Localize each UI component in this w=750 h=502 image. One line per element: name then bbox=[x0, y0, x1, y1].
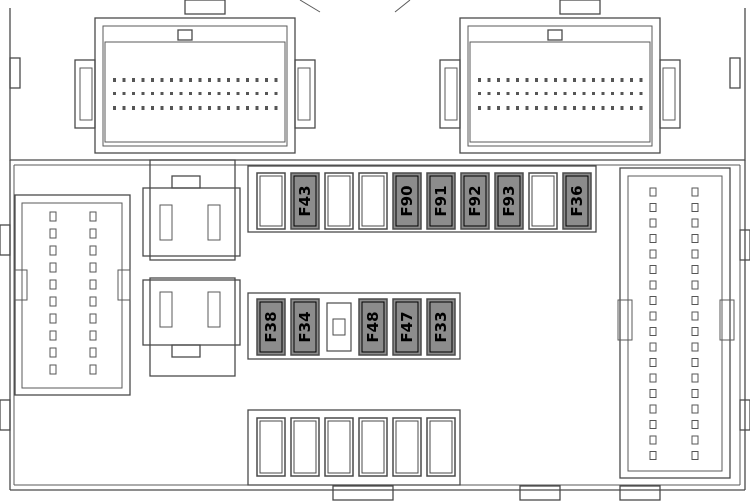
top-fuse-block bbox=[247, 165, 597, 233]
top-fuse-row: F43 F90 F91 F92 F93 F36 bbox=[256, 172, 592, 230]
middle-fuse-block bbox=[247, 292, 461, 360]
fuse-f47: F47 bbox=[392, 298, 422, 356]
fuse-label: F91 bbox=[432, 185, 450, 216]
bottom-fuse-block bbox=[247, 409, 461, 486]
fuse-label: F38 bbox=[262, 311, 280, 342]
fuse-f43: F43 bbox=[290, 172, 320, 230]
fuse-label: F33 bbox=[432, 311, 450, 342]
fuse-label: F43 bbox=[296, 185, 314, 216]
fuse-label: F92 bbox=[466, 185, 484, 216]
empty-fuse-slot bbox=[358, 417, 388, 477]
fuse-f48: F48 bbox=[358, 298, 388, 356]
fuse-f36: F36 bbox=[562, 172, 592, 230]
empty-fuse-slot-3 bbox=[326, 302, 352, 352]
fuse-label: F48 bbox=[364, 311, 382, 342]
fuse-f33: F33 bbox=[426, 298, 456, 356]
fuse-f34: F34 bbox=[290, 298, 320, 356]
fuse-f93: F93 bbox=[494, 172, 524, 230]
top-right-connector bbox=[439, 17, 681, 154]
fuse-label: F90 bbox=[398, 185, 416, 216]
top-right-connector-pins bbox=[478, 78, 643, 110]
fuse-f91: F91 bbox=[426, 172, 456, 230]
empty-fuse-slot-4 bbox=[358, 172, 388, 230]
empty-fuse-slot bbox=[426, 417, 456, 477]
middle-fuse-row: F38 F34 F48 F47 F33 bbox=[256, 298, 456, 356]
empty-fuse-slot bbox=[324, 417, 354, 477]
relay-lower bbox=[142, 277, 241, 377]
empty-fuse-slot-1 bbox=[256, 172, 286, 230]
empty-fuse-slot bbox=[256, 417, 286, 477]
right-side-connector bbox=[617, 167, 735, 479]
top-left-connector-pins bbox=[113, 78, 278, 110]
fuse-label: F47 bbox=[398, 311, 416, 342]
fuse-label: F36 bbox=[568, 185, 586, 216]
left-side-connector-pins bbox=[49, 211, 97, 375]
bottom-fuse-row bbox=[256, 417, 456, 477]
fuse-f38: F38 bbox=[256, 298, 286, 356]
fuse-label: F34 bbox=[296, 311, 314, 342]
left-side-connector bbox=[14, 194, 131, 396]
empty-fuse-slot bbox=[290, 417, 320, 477]
fuse-label: F93 bbox=[500, 185, 518, 216]
relay-upper bbox=[142, 159, 241, 261]
empty-fuse-slot-9 bbox=[528, 172, 558, 230]
empty-fuse-slot-3 bbox=[324, 172, 354, 230]
top-left-connector bbox=[74, 17, 316, 154]
right-side-connector-pins bbox=[649, 187, 699, 460]
fuse-f90: F90 bbox=[392, 172, 422, 230]
fuse-f92: F92 bbox=[460, 172, 490, 230]
empty-fuse-slot bbox=[392, 417, 422, 477]
